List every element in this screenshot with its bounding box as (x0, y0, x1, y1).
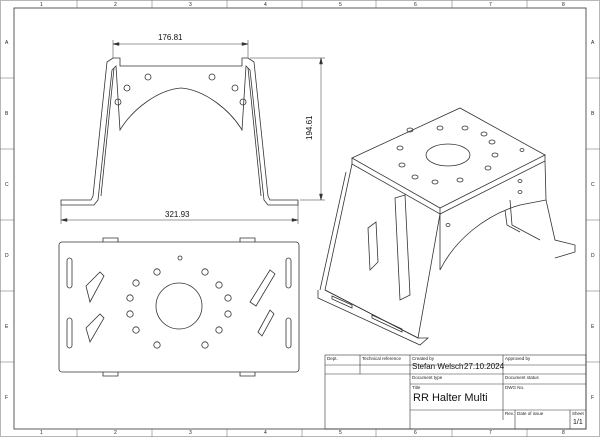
zone-col-2-top: 2 (114, 2, 117, 8)
zone-row-e-left: E (5, 324, 9, 330)
zone-row-e-right: E (591, 324, 595, 330)
dimension-top-width (112, 40, 249, 58)
front-view (60, 57, 299, 206)
sheet-value: 1/1 (573, 419, 583, 426)
doc-type-label: Document type (412, 375, 443, 380)
zone-row-c-left: C (5, 182, 9, 188)
zone-row-b-right: B (591, 111, 595, 117)
top-view (58, 237, 300, 377)
doc-status-label: Document status (505, 375, 539, 380)
drawing-title: RR Halter Multi (413, 392, 488, 404)
zone-col-5-bottom: 5 (339, 430, 342, 436)
zone-col-8-bottom: 8 (562, 430, 565, 436)
zone-col-6-bottom: 6 (414, 430, 417, 436)
dimension-height-value: 194.61 (305, 115, 314, 140)
dimension-overall-width-value: 321.93 (165, 210, 190, 219)
zone-col-4-bottom: 4 (264, 430, 267, 436)
zone-row-c-right: C (591, 182, 595, 188)
zone-col-4-top: 4 (264, 2, 267, 8)
date-of-issue-label: Date of issue (517, 411, 544, 416)
title-label: Title (412, 385, 421, 390)
zone-row-f-right: F (591, 395, 595, 401)
created-date-value: 27.10.2024 (464, 362, 505, 371)
zone-row-a-left: A (5, 40, 9, 46)
zone-col-3-bottom: 3 (189, 430, 192, 436)
approved-by-label: Approved by (505, 356, 531, 361)
zone-col-1-bottom: 1 (40, 430, 43, 436)
zone-col-5-top: 5 (339, 2, 342, 8)
dimension-overall-width (60, 205, 299, 224)
zone-row-a-right: A (591, 40, 595, 46)
isometric-view (317, 107, 576, 346)
zone-col-6-top: 6 (414, 2, 417, 8)
created-by-value: Stefan Welsch (412, 362, 464, 371)
dimension-height (250, 57, 325, 201)
tech-ref-label: Technical reference (362, 356, 402, 361)
zone-col-3-top: 3 (189, 2, 192, 8)
dept-label: Dept. (327, 356, 338, 361)
zone-col-2-bottom: 2 (114, 430, 117, 436)
zone-col-7-top: 7 (489, 2, 492, 8)
zone-col-7-bottom: 7 (489, 430, 492, 436)
title-block (324, 354, 587, 430)
zone-col-8-top: 8 (562, 2, 565, 8)
zone-col-1-top: 1 (40, 2, 43, 8)
inner-frame (13, 7, 587, 430)
dwg-no-label: DWG No. (505, 385, 525, 390)
zone-row-b-left: B (5, 111, 9, 117)
zone-row-d-right: D (591, 253, 595, 259)
zone-row-d-left: D (5, 253, 9, 259)
rev-label: Rev. (505, 411, 514, 416)
dimension-top-width-value: 176.81 (158, 33, 183, 42)
sheet-label: Sheet (572, 411, 584, 416)
zone-row-f-left: F (5, 395, 9, 401)
created-by-label: Created by (412, 356, 435, 361)
